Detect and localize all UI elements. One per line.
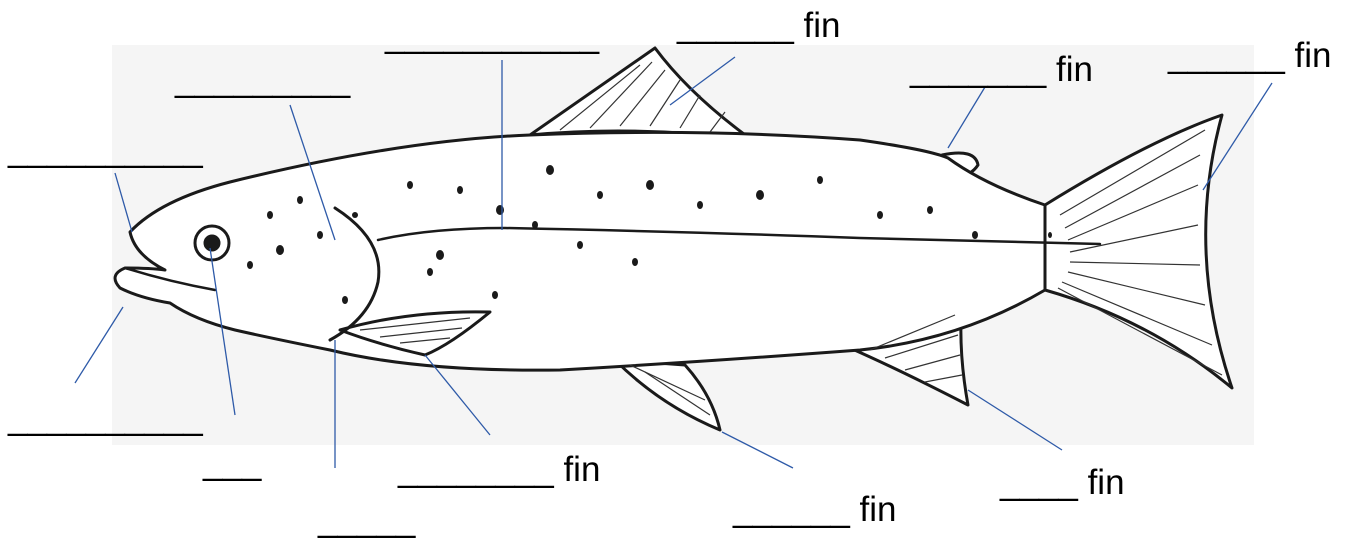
label-nostril: __________ — [8, 132, 203, 167]
label-pelvic-fin: ______ fin — [733, 492, 896, 527]
label-pectoral-fin: ________ fin — [398, 452, 600, 487]
label-lateral-line: ___________ — [385, 18, 599, 53]
eye-pupil — [205, 236, 219, 250]
label-mouth: __________ — [8, 400, 203, 435]
label-gill-cover: _________ — [175, 62, 350, 97]
label-eye: ___ — [203, 445, 261, 480]
label-anal-fin: ____ fin — [1000, 465, 1125, 500]
label-adipose-fin: _______ fin — [910, 52, 1093, 87]
label-caudal-fin: ______ fin — [1168, 38, 1331, 73]
label-dorsal-fin: ______ fin — [677, 8, 840, 43]
label-pectoral-gill: _____ — [318, 502, 415, 537]
